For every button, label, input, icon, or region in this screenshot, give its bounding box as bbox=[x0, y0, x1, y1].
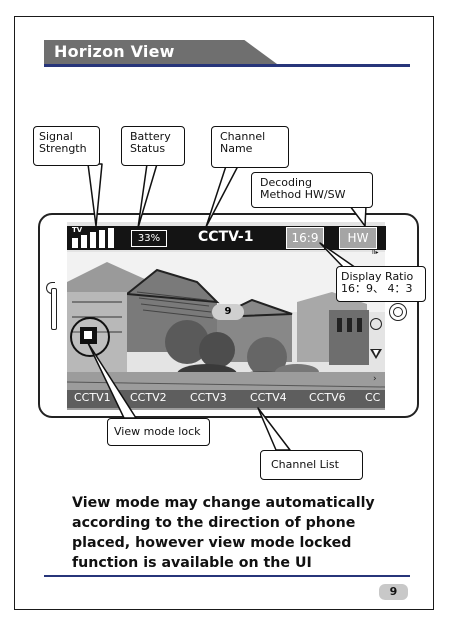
page-number: 9 bbox=[379, 584, 408, 600]
phone-home-button[interactable] bbox=[389, 303, 407, 321]
decoding-method-button[interactable]: HW bbox=[339, 227, 377, 249]
channel-callout-line2: Name bbox=[220, 142, 253, 155]
page-frame bbox=[14, 16, 434, 610]
phone-home-button-inner bbox=[393, 307, 403, 317]
signal-bar bbox=[81, 235, 87, 248]
chevron-right-icon[interactable]: › bbox=[373, 374, 377, 384]
body-paragraph: View mode may change automatically accor… bbox=[72, 495, 375, 571]
nav-home-circle-icon[interactable] bbox=[370, 318, 382, 330]
section-banner bbox=[44, 40, 277, 64]
battery-callout-line1: Battery bbox=[130, 130, 171, 143]
lock-callout-text: View mode lock bbox=[114, 425, 201, 438]
display-ratio-button[interactable]: 16:9 bbox=[286, 227, 324, 249]
channel-name-callout: Channel Name bbox=[211, 126, 289, 168]
signal-bar bbox=[108, 228, 114, 248]
channel-page-badge: 9 bbox=[212, 304, 244, 320]
lock-icon-inner bbox=[84, 331, 92, 339]
phone-side-hook bbox=[46, 282, 55, 294]
battery-status-callout: Battery Status bbox=[121, 126, 185, 166]
section-rule bbox=[44, 64, 410, 67]
decoding-method-callout: Decoding Method HW/SW bbox=[251, 172, 373, 208]
ratio-callout-line2: 16：9、 4：3 bbox=[341, 282, 413, 295]
channel-callout-line1: Channel bbox=[220, 130, 266, 143]
footer-rule bbox=[44, 575, 410, 577]
tv-label: TV bbox=[72, 226, 83, 234]
channel-list-callout: Channel List bbox=[260, 450, 363, 480]
channel-item[interactable]: CCTV4 bbox=[250, 391, 287, 404]
decoding-callout-line2: Method HW/SW bbox=[260, 188, 346, 201]
channel-list-bar bbox=[67, 390, 385, 408]
list-callout-text: Channel List bbox=[271, 458, 339, 471]
signal-bar bbox=[99, 230, 105, 248]
channel-item[interactable]: CCTV6 bbox=[309, 391, 346, 404]
battery-status: 33% bbox=[131, 230, 167, 247]
channel-item[interactable]: CCTV3 bbox=[190, 391, 227, 404]
section-title: Horizon View bbox=[54, 42, 175, 61]
channel-item[interactable]: CC bbox=[365, 391, 381, 404]
signal-bar bbox=[90, 232, 96, 248]
section-header: Horizon View bbox=[44, 40, 414, 67]
signal-strength-callout: Signal Strength bbox=[33, 126, 100, 166]
nav-back-icon-inner bbox=[373, 350, 379, 356]
display-ratio-callout: Display Ratio 16：9、 4：3 bbox=[336, 266, 426, 302]
view-mode-lock-callout: View mode lock bbox=[107, 418, 210, 446]
decoding-callout-line1: Decoding bbox=[260, 176, 313, 189]
channel-item[interactable]: CCTV1 bbox=[74, 391, 111, 404]
signal-callout-line1: Signal bbox=[39, 130, 73, 143]
top-bar-edge bbox=[380, 226, 386, 250]
signal-bar bbox=[72, 238, 78, 248]
signal-callout-line2: Strength bbox=[39, 142, 87, 155]
pause-indicator-icon: II▸ bbox=[372, 249, 379, 256]
signal-strength-icon bbox=[70, 228, 118, 248]
channel-name: CCTV-1 bbox=[198, 229, 254, 245]
battery-callout-line2: Status bbox=[130, 142, 166, 155]
ratio-callout-line1: Display Ratio bbox=[341, 270, 414, 283]
channel-item[interactable]: CCTV2 bbox=[130, 391, 167, 404]
phone-side-button bbox=[51, 288, 57, 330]
